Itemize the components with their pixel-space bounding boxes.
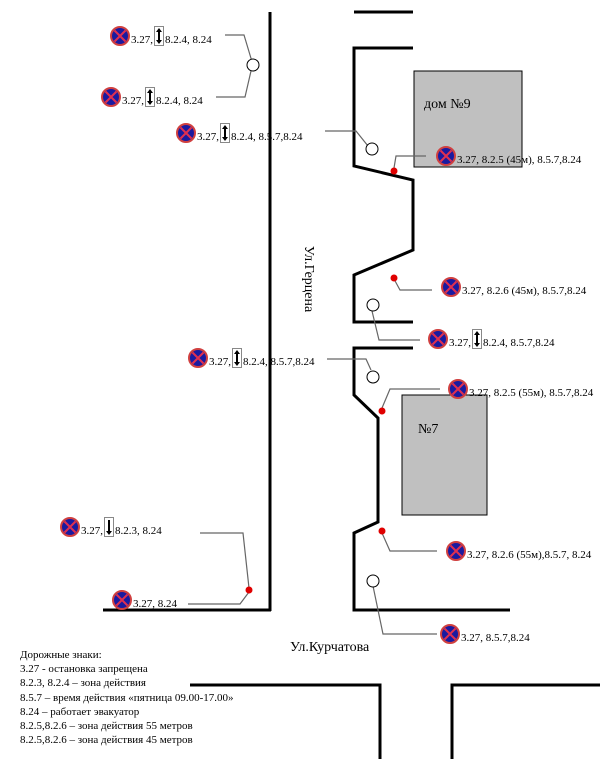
sign-code: 3.27, xyxy=(131,34,153,46)
marker-icon xyxy=(378,527,386,535)
zone-sign xyxy=(232,348,242,368)
no-stopping-sign-icon xyxy=(60,517,80,537)
lamp-posts xyxy=(246,58,380,588)
sign-group: 3.27, 8.2.4, 8.24 xyxy=(101,87,203,107)
down-arrow-icon xyxy=(106,520,112,535)
legend-line: 8.24 – работает эвакуатор xyxy=(20,705,140,718)
sign-codes: 3.27, 8.24 xyxy=(133,598,177,610)
sign-codes: 8.2.4, 8.24 xyxy=(165,34,212,46)
sign-codes: 8.2.3, 8.24 xyxy=(115,525,162,537)
up-down-arrow-icon xyxy=(222,125,228,141)
marker-icon xyxy=(378,407,386,415)
up-down-arrow-icon xyxy=(474,331,480,347)
sign-codes: 3.27, 8.2.6 (45м), 8.5.7,8.24 xyxy=(462,285,587,297)
pole-icon xyxy=(366,298,380,312)
legend-line: 8.2.5,8.2.6 – зона действия 45 метров xyxy=(20,734,193,747)
zone-sign xyxy=(145,87,155,107)
sign-codes: 3.27, 8.5.7,8.24 xyxy=(461,632,530,644)
no-stopping-sign-icon xyxy=(188,348,208,368)
sign-group: 3.27, 8.2.3, 8.24 xyxy=(60,517,162,537)
pole-icon xyxy=(246,58,260,72)
legend-line: 3.27 - остановка запрещена xyxy=(20,663,148,676)
legend: Дорожные знаки: 3.27 - остановка запреще… xyxy=(20,648,234,747)
sign-group: 3.27, 8.2.4, 8.5.7,8.24 xyxy=(188,348,315,368)
sign-codes: 8.2.4, 8.24 xyxy=(156,95,203,107)
legend-line: 8.5.7 – время действия «пятница 09.00-17… xyxy=(20,691,234,704)
sign-group: 3.27, 8.2.4, 8.5.7,8.24 xyxy=(428,329,555,349)
building-7 xyxy=(401,394,488,516)
sign-codes: 8.2.4, 8.5.7,8.24 xyxy=(231,131,303,143)
up-down-arrow-icon xyxy=(234,350,240,366)
sign-codes: 3.27, 8.2.5 (45м), 8.5.7,8.24 xyxy=(457,154,582,166)
sign-code: 3.27, xyxy=(81,525,103,537)
no-stopping-sign-icon xyxy=(176,123,196,143)
legend-title: Дорожные знаки: xyxy=(20,649,102,661)
no-stopping-sign-icon xyxy=(440,624,460,644)
road-edge-right-lower xyxy=(352,346,510,612)
sign-group: 3.27, 8.5.7,8.24 xyxy=(440,624,530,644)
zone-sign xyxy=(220,123,230,143)
sign-group: 3.27, 8.2.5 (55м), 8.5.7,8.24 xyxy=(448,379,593,399)
sign-group: 3.27, 8.2.4, 8.24 xyxy=(110,26,212,46)
no-stopping-sign-icon xyxy=(110,26,130,46)
marker-icon xyxy=(390,167,398,175)
legend-line: 8.2.3, 8.2.4 – зона действия xyxy=(20,677,146,690)
sign-group: 3.27, 8.24 xyxy=(112,590,177,610)
legend-line: 8.2.5,8.2.6 – зона действия 55 метров xyxy=(20,720,193,733)
zone-sign xyxy=(472,329,482,349)
sign-group: 3.27, 8.2.4, 8.5.7,8.24 xyxy=(176,123,303,143)
road-edge-bottom-right xyxy=(450,683,600,759)
no-stopping-sign-icon xyxy=(428,329,448,349)
sign-code: 3.27, xyxy=(122,95,144,107)
zone-sign xyxy=(154,26,164,46)
sign-group: 3.27, 8.2.6 (45м), 8.5.7,8.24 xyxy=(441,277,586,297)
road-edge-bottom xyxy=(190,683,382,759)
pole-icon xyxy=(366,370,380,384)
building-9-label: дом №9 xyxy=(424,97,471,112)
sign-codes: 3.27, 8.2.5 (55м), 8.5.7,8.24 xyxy=(469,387,594,399)
sign-group: 3.27, 8.2.5 (45м), 8.5.7,8.24 xyxy=(436,146,581,166)
red-markers xyxy=(245,167,398,594)
street-label-kurchatova: Ул.Курчатова xyxy=(290,640,370,655)
marker-icon xyxy=(390,274,398,282)
no-stopping-sign-icon xyxy=(436,146,456,166)
street-label-gertsena: Ул.Герцена xyxy=(301,245,316,313)
building-7-label: №7 xyxy=(418,422,439,437)
no-stopping-sign-icon xyxy=(101,87,121,107)
pole-icon xyxy=(366,574,380,588)
marker-icon xyxy=(245,586,253,594)
building-9 xyxy=(413,70,523,168)
sign-codes: 8.2.4, 8.5.7,8.24 xyxy=(483,337,555,349)
up-down-arrow-icon xyxy=(147,89,153,105)
no-stopping-sign-icon xyxy=(441,277,461,297)
zone-sign xyxy=(104,517,114,537)
no-stopping-sign-icon xyxy=(448,379,468,399)
sign-code: 3.27, xyxy=(197,131,219,143)
leader-lines xyxy=(188,34,440,635)
no-stopping-sign-icon xyxy=(112,590,132,610)
road-edge-right-upper xyxy=(352,46,415,324)
sign-codes: 8.2.4, 8.5.7,8.24 xyxy=(243,356,315,368)
sign-code: 3.27, xyxy=(209,356,231,368)
road-edges xyxy=(103,10,600,759)
sign-group: 3.27, 8.2.6 (55м),8.5.7, 8.24 xyxy=(446,541,591,561)
up-down-arrow-icon xyxy=(156,28,162,44)
pole-icon xyxy=(365,142,379,156)
sign-code: 3.27, xyxy=(449,337,471,349)
sign-codes: 3.27, 8.2.6 (55м),8.5.7, 8.24 xyxy=(467,549,592,561)
no-stopping-sign-icon xyxy=(446,541,466,561)
